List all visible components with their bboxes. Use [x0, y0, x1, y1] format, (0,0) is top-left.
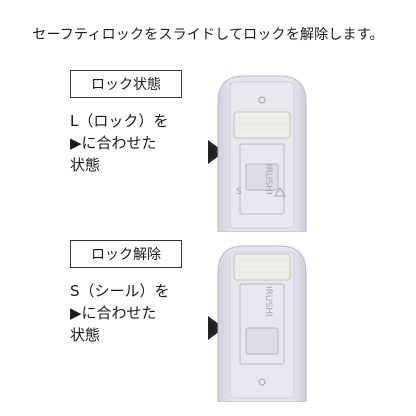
slider-frame: [239, 283, 285, 365]
embossed-letter: S: [236, 187, 242, 197]
desc-line: ▶に合わせた: [70, 134, 157, 152]
state-label-box: ロック状態: [70, 70, 182, 98]
desc-line: S（シール）を: [70, 282, 170, 300]
desc-line: L（ロック）を: [70, 112, 169, 130]
slider-knob: [245, 163, 279, 191]
state-label: ロック状態: [91, 77, 161, 93]
unlocked-state-panel: ロック解除 S（シール）を ▶に合わせた 状態: [0, 240, 416, 402]
instruction-headline: セーフティロックをスライドしてロックを解除します。: [32, 27, 384, 43]
stamp-device-image: IRUSHI: [214, 242, 310, 402]
state-label-box: ロック解除: [70, 240, 182, 268]
stamp-device-illustration: IRUSHI S: [217, 75, 307, 232]
unlock-icon: [258, 378, 266, 386]
seal-pad: [233, 111, 291, 139]
stamp-device-image: IRUSHI S: [214, 72, 310, 232]
locked-state-panel: ロック状態 L（ロック）を ▶に合わせた 状態: [0, 70, 416, 232]
slider-frame: [239, 143, 285, 215]
dot-icon: [258, 96, 266, 104]
state-description: S（シール）を ▶に合わせた 状態: [70, 280, 190, 346]
seal-pad: [233, 253, 291, 281]
lock-icon: [274, 187, 286, 197]
state-description: L（ロック）を ▶に合わせた 状態: [70, 110, 190, 176]
stamp-device-illustration: IRUSHI: [217, 245, 307, 402]
desc-line: ▶に合わせた: [70, 304, 157, 322]
embossed-brand: IRUSHI: [263, 286, 273, 317]
device-inner-panel: [229, 251, 295, 399]
embossed-brand: IRUSHI: [263, 164, 273, 195]
desc-line: 状態: [70, 326, 101, 344]
desc-line: 状態: [70, 156, 101, 174]
state-label: ロック解除: [91, 247, 161, 263]
slider-knob: [245, 327, 279, 355]
